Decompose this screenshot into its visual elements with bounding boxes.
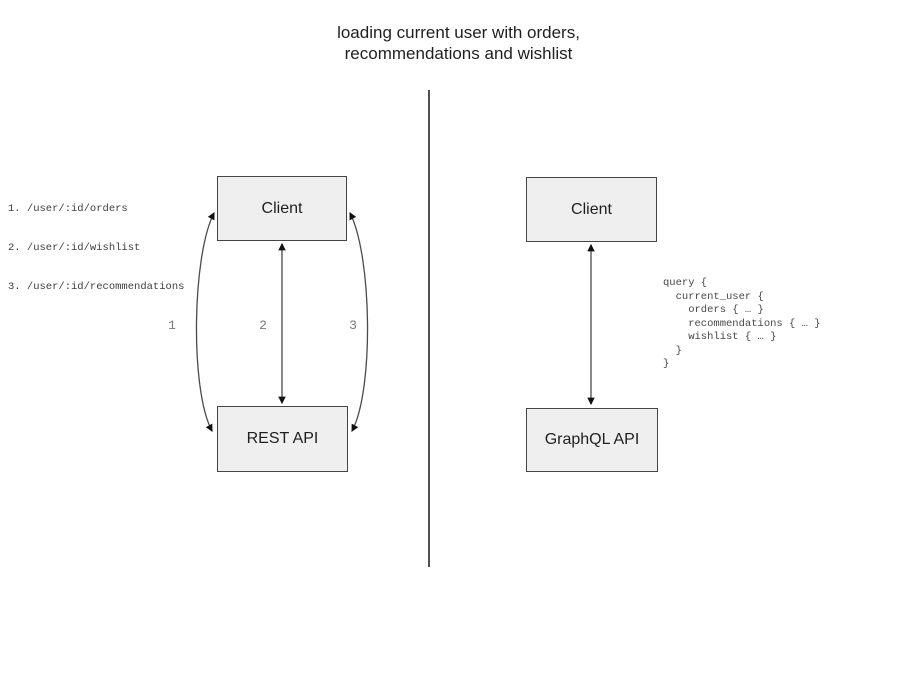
right-client-label: Client [571,200,612,218]
rest-api-label: REST API [246,430,319,447]
rest-arrow-1-path [195,211,215,432]
graphql-api-node: GraphQL API [526,408,658,472]
diagram-title: loading current user with orders, recomm… [337,23,580,64]
left-client-label: Client [261,199,303,217]
rest-endpoint-list: 1. /user/:id/orders 2. /user/:id/wishlis… [8,177,184,320]
endpoint-item-recommendations: 3. /user/:id/recommendations [8,281,185,293]
arrow-label-3: 3 [349,318,357,333]
left-client-node: Client [217,176,347,241]
arrow-label-1: 1 [168,318,176,333]
rest-api-node: REST API [217,406,348,472]
endpoint-item-orders: 1. /user/:id/orders [8,203,128,215]
rest-arrow-3-path [349,211,369,432]
graphql-api-label: GraphQL API [544,431,640,448]
graphql-query-code: query { current_user { orders { … } reco… [663,277,821,370]
right-client-node: Client [526,177,657,242]
arrow-label-2: 2 [259,318,267,333]
endpoint-item-wishlist: 2. /user/:id/wishlist [8,242,141,254]
